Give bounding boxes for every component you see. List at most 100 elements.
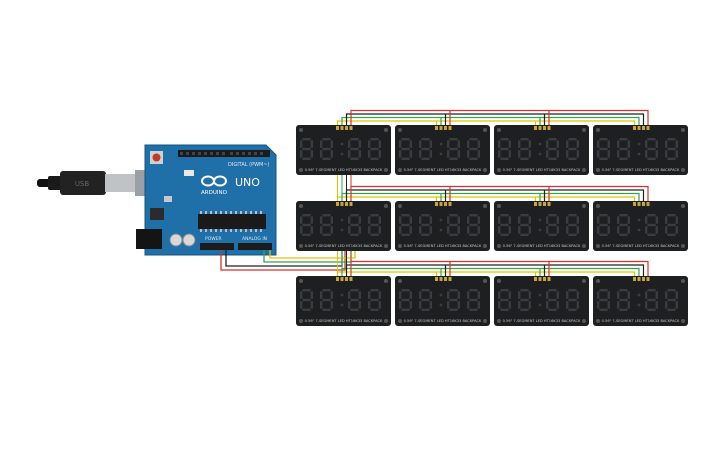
segment	[617, 216, 620, 224]
bus-wire[interactable]	[350, 185, 649, 203]
segment	[500, 223, 509, 227]
header-pin	[547, 277, 551, 281]
segment	[556, 216, 559, 224]
module-label: 0.56" 7-SEGMENT LED HT16K33 BACKPACK	[404, 244, 482, 248]
seven-segment-module[interactable]: 0.56" 7-SEGMENT LED HT16K33 BACKPACK	[395, 201, 490, 251]
segment	[401, 138, 410, 141]
bus-wire[interactable]	[341, 192, 640, 203]
bus-wire[interactable]	[350, 109, 649, 127]
mount-hole	[497, 168, 501, 172]
segment	[310, 226, 313, 234]
power-jack[interactable]	[136, 229, 162, 249]
seven-segment-module[interactable]: 0.56" 7-SEGMENT LED HT16K33 BACKPACK	[494, 125, 589, 175]
bus-wire[interactable]	[341, 267, 640, 278]
mount-hole	[483, 204, 487, 208]
segment	[378, 140, 381, 148]
mount-hole	[497, 279, 501, 283]
seven-segment-module[interactable]: 0.56" 7-SEGMENT LED HT16K33 BACKPACK	[395, 276, 490, 326]
segment	[520, 298, 529, 302]
segment	[520, 214, 529, 217]
header-pin	[543, 202, 546, 206]
header-pin	[633, 277, 636, 281]
mount-hole	[483, 319, 487, 323]
segment	[518, 140, 521, 148]
header-pin	[336, 126, 339, 130]
seven-segment-module[interactable]: 0.56" 7-SEGMENT LED HT16K33 BACKPACK	[593, 276, 688, 326]
segment	[320, 150, 323, 158]
segment	[477, 216, 480, 224]
segment	[599, 223, 608, 227]
mount-hole	[596, 128, 600, 132]
segment	[548, 147, 557, 151]
seven-segment-module[interactable]: 0.56" 7-SEGMENT LED HT16K33 BACKPACK	[494, 276, 589, 326]
segment	[358, 216, 361, 224]
bus-wire[interactable]	[341, 116, 640, 127]
segment	[568, 289, 577, 292]
segment	[401, 223, 410, 227]
segment	[467, 301, 470, 309]
segment	[350, 233, 359, 236]
seven-segment-module[interactable]: 0.56" 7-SEGMENT LED HT16K33 BACKPACK	[296, 276, 391, 326]
seven-segment-module[interactable]: 0.56" 7-SEGMENT LED HT16K33 BACKPACK	[296, 201, 391, 251]
segment	[498, 226, 501, 234]
arduino-uno-board[interactable]: DIGITAL (PWM~) ARDUINO UNO POWER ANALOG …	[136, 144, 277, 256]
colon-dot	[637, 218, 641, 222]
segment	[528, 216, 531, 224]
bus-wire[interactable]	[345, 189, 645, 202]
module-label: 0.56" 7-SEGMENT LED HT16K33 BACKPACK	[503, 168, 581, 172]
header-pin	[642, 277, 645, 281]
bus-wire[interactable]	[345, 113, 645, 126]
colon-dot	[637, 142, 641, 146]
mount-hole	[582, 168, 586, 172]
bus-wire[interactable]	[345, 264, 645, 277]
segment	[548, 289, 557, 292]
segment	[302, 289, 311, 292]
model-label: UNO	[235, 176, 260, 189]
segment	[607, 150, 610, 158]
analog-label: ANALOG IN	[242, 236, 267, 242]
segment	[619, 308, 628, 311]
header-pin	[646, 126, 650, 130]
bus-wires[interactable]	[336, 109, 649, 278]
seven-segment-module[interactable]: 0.56" 7-SEGMENT LED HT16K33 BACKPACK	[494, 201, 589, 251]
seven-segment-module[interactable]: 0.56" 7-SEGMENT LED HT16K33 BACKPACK	[395, 125, 490, 175]
segment	[645, 150, 648, 158]
header-pin	[349, 202, 353, 206]
segment	[322, 147, 331, 151]
module-label: 0.56" 7-SEGMENT LED HT16K33 BACKPACK	[404, 319, 482, 323]
header-pin	[336, 202, 339, 206]
colon-dot	[340, 228, 344, 232]
segment	[498, 150, 501, 158]
segment	[368, 291, 371, 299]
segment	[302, 138, 311, 141]
digit-group	[597, 138, 678, 160]
segment	[597, 140, 600, 148]
segment	[566, 150, 569, 158]
segment	[518, 150, 521, 158]
segment	[469, 298, 478, 302]
segment	[421, 157, 430, 160]
bus-wire[interactable]	[350, 260, 649, 278]
mount-hole	[398, 168, 402, 172]
segment	[520, 147, 529, 151]
segment	[528, 226, 531, 234]
module-label: 0.56" 7-SEGMENT LED HT16K33 BACKPACK	[602, 319, 680, 323]
segment	[457, 291, 460, 299]
seven-segment-module[interactable]: 0.56" 7-SEGMENT LED HT16K33 BACKPACK	[593, 125, 688, 175]
segment	[647, 157, 656, 160]
module-label: 0.56" 7-SEGMENT LED HT16K33 BACKPACK	[404, 168, 482, 172]
colon-dot	[538, 228, 542, 232]
segment	[322, 298, 331, 302]
seven-segment-module[interactable]: 0.56" 7-SEGMENT LED HT16K33 BACKPACK	[296, 125, 391, 175]
seven-segment-module[interactable]: 0.56" 7-SEGMENT LED HT16K33 BACKPACK	[593, 201, 688, 251]
analog-header	[238, 243, 272, 250]
segment	[599, 298, 608, 302]
segment	[447, 140, 450, 148]
segment	[467, 150, 470, 158]
segment	[645, 216, 648, 224]
usb-cable[interactable]: USB	[37, 170, 159, 196]
mount-hole	[398, 244, 402, 248]
bus-wire[interactable]	[336, 120, 636, 126]
header-pin	[637, 126, 641, 130]
segment	[548, 298, 557, 302]
